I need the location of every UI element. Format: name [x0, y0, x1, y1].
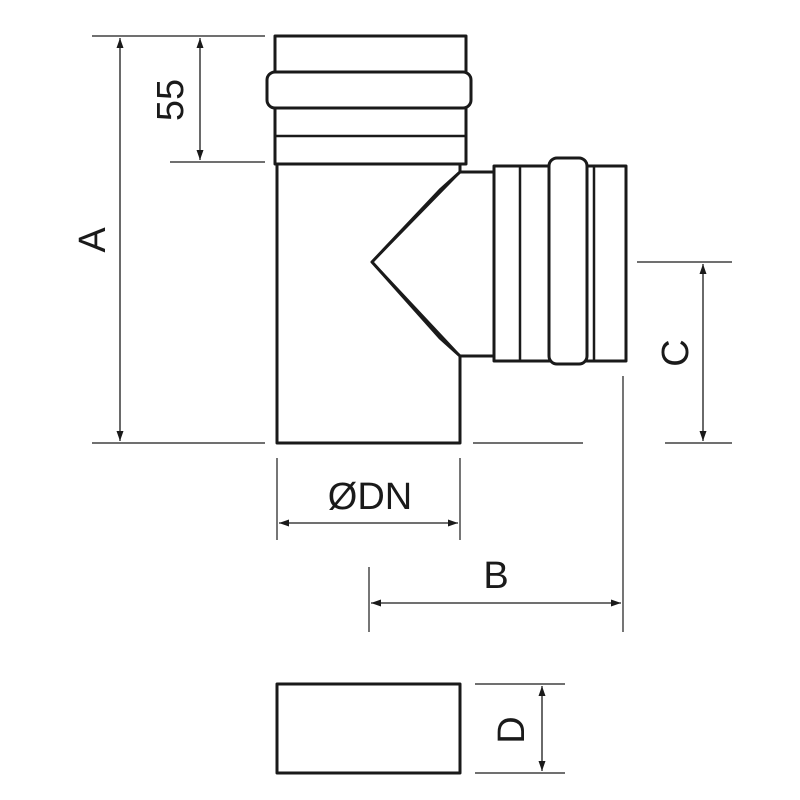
label-c: C [655, 339, 697, 366]
main-pipe-sealing-ring [265, 70, 473, 110]
extension-lines [92, 35, 732, 774]
branch-pipe [370, 156, 628, 366]
dimension-lines [116, 38, 707, 771]
label-55: 55 [150, 79, 192, 121]
branch-miter-line [370, 171, 461, 357]
bottom-view-profile [275, 682, 462, 775]
dimension-labels: 55 A C D ØDN B [72, 79, 697, 744]
branch-sealing-ring [547, 156, 589, 366]
label-d: D [491, 716, 533, 743]
label-b: B [483, 555, 508, 597]
main-pipe [265, 34, 473, 445]
label-a: A [72, 227, 114, 253]
label-dn: ØDN [328, 476, 412, 518]
